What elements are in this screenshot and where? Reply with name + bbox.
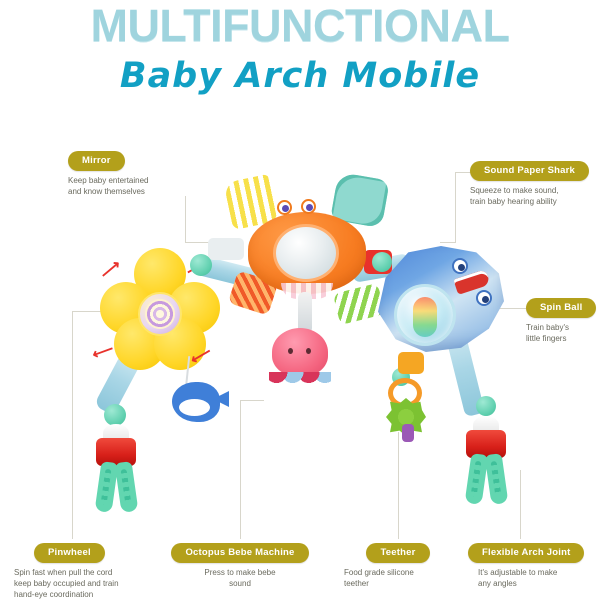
leader-line-octopus-v [240,400,241,539]
rotation-arrow-top-left: ⟶ [97,256,125,283]
fabric-tag-grey-left [208,238,244,260]
callout-octopus-bebe-machine-desc: Press to make bebe sound [204,568,276,588]
spin-ball [394,284,456,346]
fabric-tag-green-stripe [332,282,386,326]
teether-purple-stem [402,424,414,442]
arch-joint-right-grip-b [484,453,509,505]
leader-line-pinwheel-v [72,311,73,539]
leader-line-shark-h2 [440,242,456,243]
crab-eye-left [277,200,292,215]
shark-eye-lower [476,290,492,306]
octopus-eye-right [306,348,311,354]
octopus-tentacles [269,372,331,402]
leader-line-octopus-h [240,400,264,401]
callout-spin-ball: Spin Ball Train baby's little fingers [526,297,597,344]
callout-flexible-arch-joint-badge[interactable]: Flexible Arch Joint [468,543,585,563]
callout-teether-badge[interactable]: Teether [366,543,430,563]
callout-octopus-bebe-machine-badge[interactable]: Octopus Bebe Machine [171,543,309,563]
callout-mirror-desc: Keep baby entertained and know themselve… [68,176,149,196]
bead-pinwheel-upper [190,254,212,276]
whale-teether-hole [179,399,210,416]
leader-line-shark-h [455,172,481,173]
page-title: MULTIFUNCTIONAL [90,0,510,51]
page-subtitle: Baby Arch Mobile [119,56,481,96]
leader-line-shark-v [455,172,456,242]
leader-line-mirror-v [185,196,186,242]
callout-sound-paper-shark: Sound Paper Shark Squeeze to make sound,… [470,160,590,207]
arch-joint-right-cap [473,416,499,434]
bead-pinwheel-lower [104,404,126,426]
arch-joint-right-body [466,430,506,458]
rotation-arrow-bottom-left: ⟶ [89,339,116,364]
callout-flexible-arch-joint: Flexible Arch Joint It's adjustable to m… [468,542,585,589]
snail-icon [145,299,175,329]
crab-mouth [281,283,333,299]
callout-spin-ball-badge[interactable]: Spin Ball [526,298,597,318]
callout-pinwheel: Pinwheel Spin fast when pull the cord ke… [14,542,119,600]
whale-teether [172,382,229,422]
callout-sound-paper-shark-desc: Squeeze to make sound, train baby hearin… [470,186,559,206]
crab-stem [298,292,312,334]
arch-joint-left-body [96,438,136,466]
bead-shark-left [372,252,392,272]
octopus-eye-left [288,348,293,354]
leader-line-pinwheel-h [72,311,102,312]
arch-joint-left-cap [103,424,129,442]
crab-eye-right [301,199,316,214]
leader-line-spinball-h [498,308,526,309]
leader-line-teether-v [398,432,399,539]
callout-pinwheel-desc: Spin fast when pull the cord keep baby o… [14,568,119,599]
callout-octopus-bebe-machine: Octopus Bebe Machine Press to make bebe … [160,542,320,589]
octopus-head [272,328,328,376]
leader-line-joint-v [520,470,521,539]
fabric-tag-shark-orange [398,352,424,374]
callout-flexible-arch-joint-desc: It's adjustable to make any angles [478,568,558,588]
callout-mirror-badge[interactable]: Mirror [68,151,125,171]
callout-mirror: Mirror Keep baby entertained and know th… [68,150,149,197]
bead-right-joint-top [476,396,496,416]
callout-pinwheel-badge[interactable]: Pinwheel [34,543,105,563]
callout-sound-paper-shark-badge[interactable]: Sound Paper Shark [470,161,590,181]
callout-spin-ball-desc: Train baby's little fingers [526,323,570,343]
callout-teether: Teether Food grade silicone teether [344,542,452,589]
callout-teether-desc: Food grade silicone teether [344,568,414,588]
arch-joint-left-grip-b [114,461,139,513]
crab-mirror-surface [273,224,339,282]
whale-teether-tail [213,391,229,407]
shark-eye-upper [452,258,468,274]
